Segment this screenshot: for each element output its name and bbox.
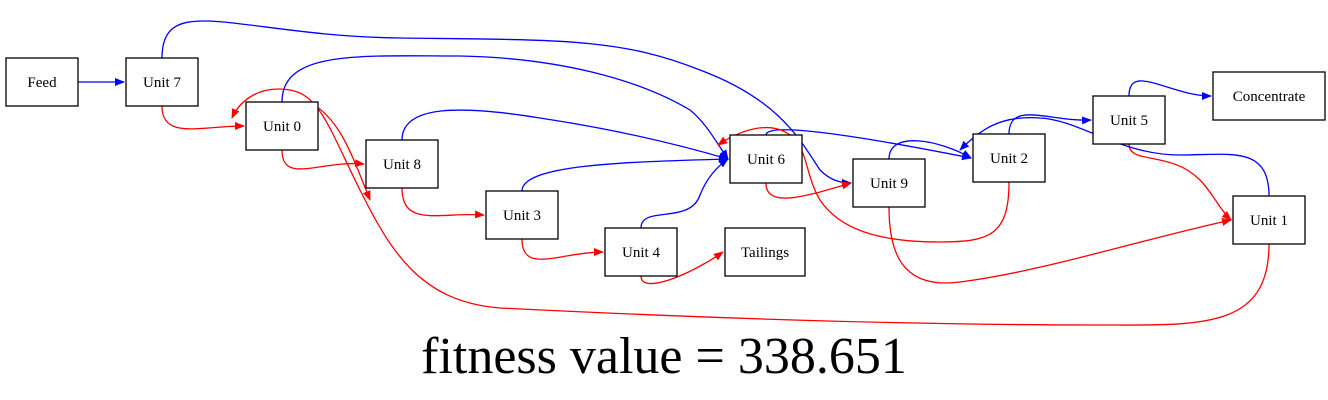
nodes-layer: Feed Unit 7 Unit 0 Unit 8 Unit 3 Unit 4 Tailin… bbox=[5, 57, 1326, 277]
node-box-u6 bbox=[729, 134, 803, 184]
node-label-u6: Unit 6 bbox=[747, 152, 785, 168]
node-u2: Unit 2 bbox=[972, 133, 1046, 183]
node-label-concentrate: Concentrate bbox=[1233, 89, 1306, 105]
node-label-u5: Unit 5 bbox=[1110, 113, 1148, 129]
edge-u2-u5-concentrate bbox=[1008, 114, 1092, 135]
node-label-u3: Unit 3 bbox=[503, 208, 541, 224]
edge-u5-concentrate-concentrate bbox=[1128, 80, 1212, 100]
node-label-tailings: Tailings bbox=[741, 245, 789, 261]
node-u8: Unit 8 bbox=[365, 139, 439, 189]
node-feed: Feed bbox=[5, 57, 79, 107]
node-box-u2 bbox=[972, 133, 1046, 183]
node-u9: Unit 9 bbox=[852, 158, 926, 208]
fitness-caption: fitness value = 338.651 bbox=[421, 328, 907, 385]
node-u7: Unit 7 bbox=[125, 57, 199, 107]
edge-u7-u9-concentrate bbox=[161, 20, 852, 187]
edge-u6-u9-tailings bbox=[765, 181, 852, 199]
node-label-u0: Unit 0 bbox=[263, 119, 301, 135]
node-tailings: Tailings bbox=[724, 227, 806, 277]
edge-u0-u6-concentrate bbox=[281, 55, 729, 160]
edges-layer bbox=[78, 20, 1270, 326]
edge-u3-u6-concentrate bbox=[521, 155, 729, 192]
edge-u6-u2-concentrate bbox=[765, 129, 972, 161]
edge-u5-u1-tailings bbox=[1128, 143, 1232, 221]
node-u0: Unit 0 bbox=[245, 101, 319, 151]
edge-u8-u6-concentrate bbox=[401, 109, 729, 161]
node-u6: Unit 6 bbox=[729, 134, 803, 184]
node-box-u7 bbox=[125, 57, 199, 107]
edge-u0-u1-tailings bbox=[309, 101, 371, 201]
node-box-feed bbox=[5, 57, 79, 107]
node-concentrate: Concentrate bbox=[1212, 71, 1326, 121]
node-box-u3 bbox=[485, 190, 559, 240]
node-label-u2: Unit 2 bbox=[990, 151, 1028, 167]
node-label-u1: Unit 1 bbox=[1250, 213, 1288, 229]
edge-u8-u3-tailings bbox=[401, 187, 485, 219]
node-label-u8: Unit 8 bbox=[383, 157, 421, 173]
edge-u3-u4-tailings bbox=[521, 238, 604, 260]
node-label-u9: Unit 9 bbox=[870, 176, 908, 192]
node-box-u8 bbox=[365, 139, 439, 189]
node-label-u7: Unit 7 bbox=[143, 75, 181, 91]
node-label-feed: Feed bbox=[27, 75, 57, 91]
edge-u4-tailings-tailings bbox=[640, 251, 724, 285]
edge-u0-u8-tailings bbox=[281, 149, 365, 170]
node-label-u4: Unit 4 bbox=[622, 245, 660, 261]
edge-u2-u6-tailings bbox=[717, 127, 1010, 243]
node-u3: Unit 3 bbox=[485, 190, 559, 240]
node-box-concentrate bbox=[1212, 71, 1326, 121]
node-box-u0 bbox=[245, 101, 319, 151]
edge-u7-u0-tailings bbox=[161, 105, 245, 131]
node-box-u1 bbox=[1232, 195, 1306, 245]
edge-u1-u0-tailings bbox=[231, 88, 1270, 326]
node-u1: Unit 1 bbox=[1232, 195, 1306, 245]
edge-u9-u2-concentrate bbox=[888, 140, 972, 160]
node-u4: Unit 4 bbox=[604, 227, 678, 277]
node-u5: Unit 5 bbox=[1092, 95, 1166, 145]
node-box-u4 bbox=[604, 227, 678, 277]
edge-u9-u1-tailings bbox=[888, 206, 1232, 284]
node-box-u9 bbox=[852, 158, 926, 208]
edge-u4-u6-concentrate bbox=[640, 158, 729, 229]
node-box-tailings bbox=[724, 227, 806, 277]
node-box-u5 bbox=[1092, 95, 1166, 145]
